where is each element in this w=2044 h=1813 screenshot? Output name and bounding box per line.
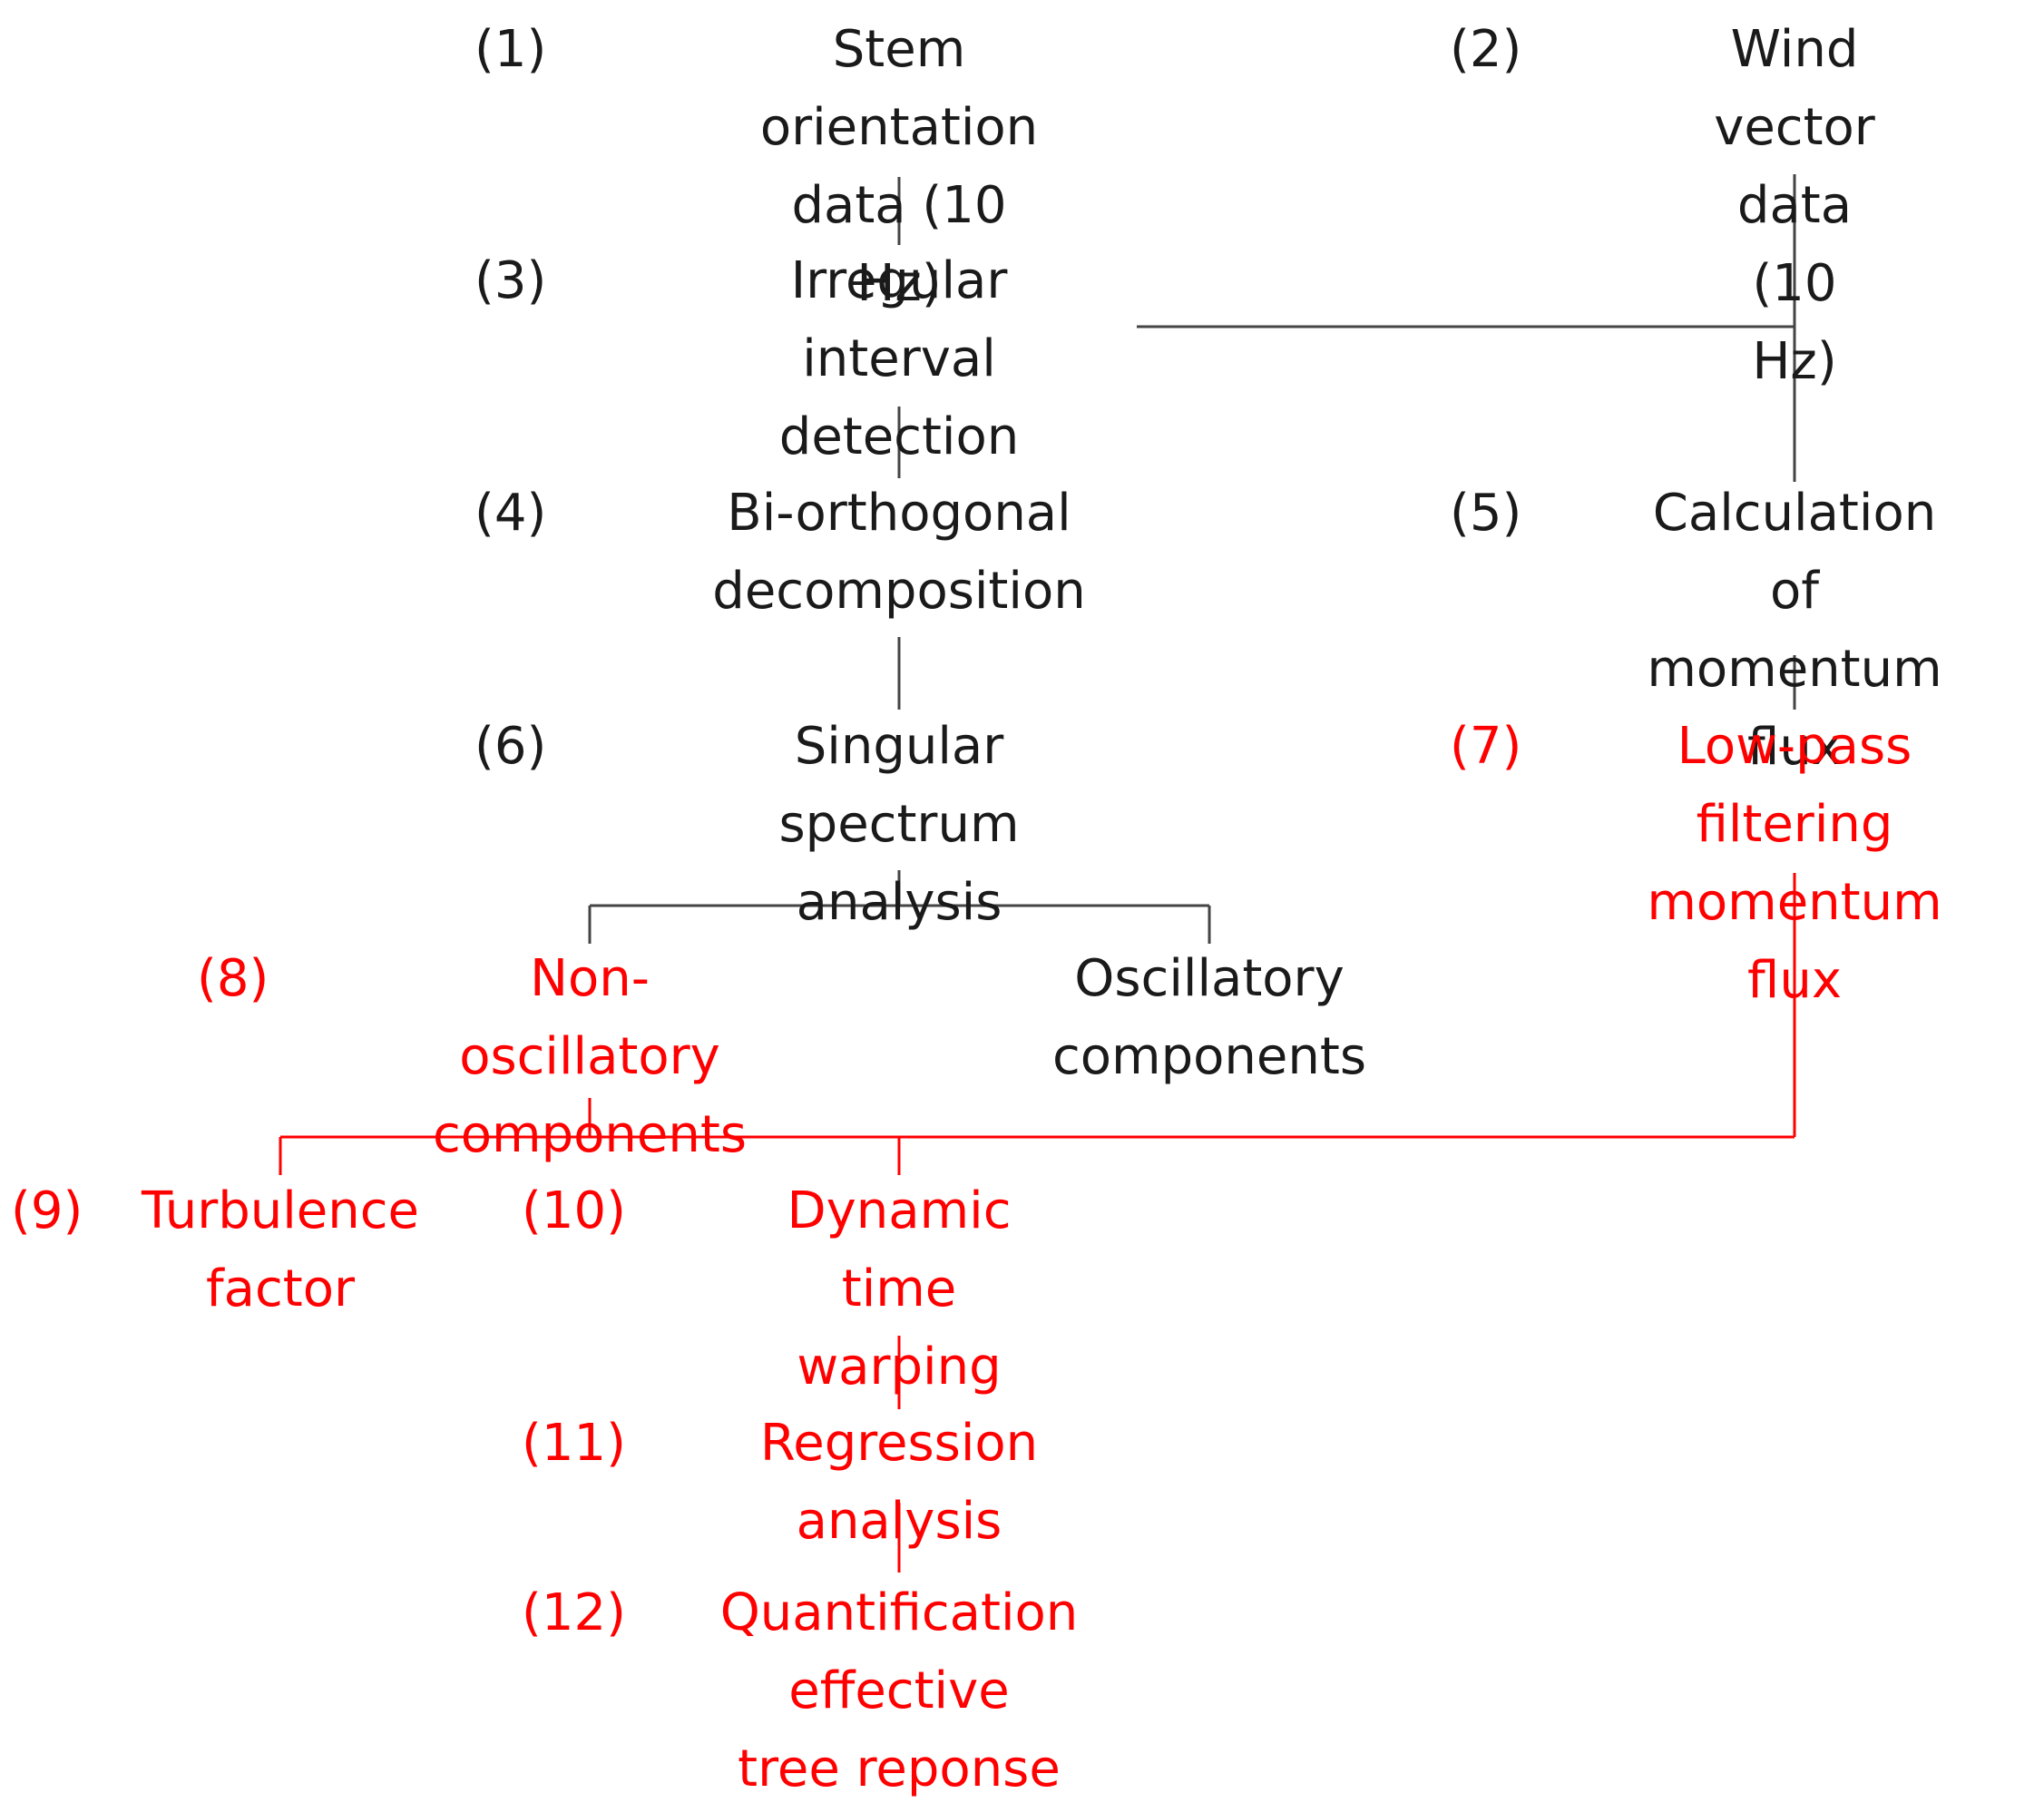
node-12-label: Quantification effective tree reponse <box>719 1583 1079 1798</box>
node-1-label: Stem orientation data (10 Hz) <box>759 20 1039 313</box>
node-8-label: Non-oscillatory components <box>433 949 747 1164</box>
node-12-number: (12) <box>522 1583 626 1642</box>
node-6-number: (6) <box>474 717 547 776</box>
node-1-number: (1) <box>474 20 547 79</box>
node-4-number: (4) <box>474 484 547 543</box>
node-10-label: Dynamic time warping <box>787 1181 1012 1396</box>
node-7-label: Low-pass filtering momentum flux <box>1647 717 1942 1010</box>
node-2-label: Wind vector data (10 Hz) <box>1714 20 1875 391</box>
link-6-split <box>588 870 1211 944</box>
node-11-label: Regression analysis <box>759 1414 1039 1551</box>
node-9-number: (9) <box>11 1181 83 1240</box>
node-3-label: Irregular interval detection <box>778 251 1020 466</box>
node-2-number: (2) <box>1450 20 1522 79</box>
node-3-number: (3) <box>474 251 547 310</box>
node-7-number: (7) <box>1450 717 1522 776</box>
node-8-number: (8) <box>197 949 269 1008</box>
node-4-label: Bi-orthogonal decomposition <box>712 484 1086 621</box>
node-10-number: (10) <box>522 1181 626 1240</box>
node-11-number: (11) <box>522 1414 626 1473</box>
node-oscillatory-label: Oscillatory components <box>1052 949 1366 1086</box>
node-5-number: (5) <box>1450 484 1522 543</box>
node-9-label: Turbulence factor <box>141 1181 420 1318</box>
node-5-label: Calculation of momentum flux <box>1647 484 1942 777</box>
link-8-9-10 <box>279 1098 1795 1175</box>
node-6-label: Singular spectrum analysis <box>778 717 1020 932</box>
